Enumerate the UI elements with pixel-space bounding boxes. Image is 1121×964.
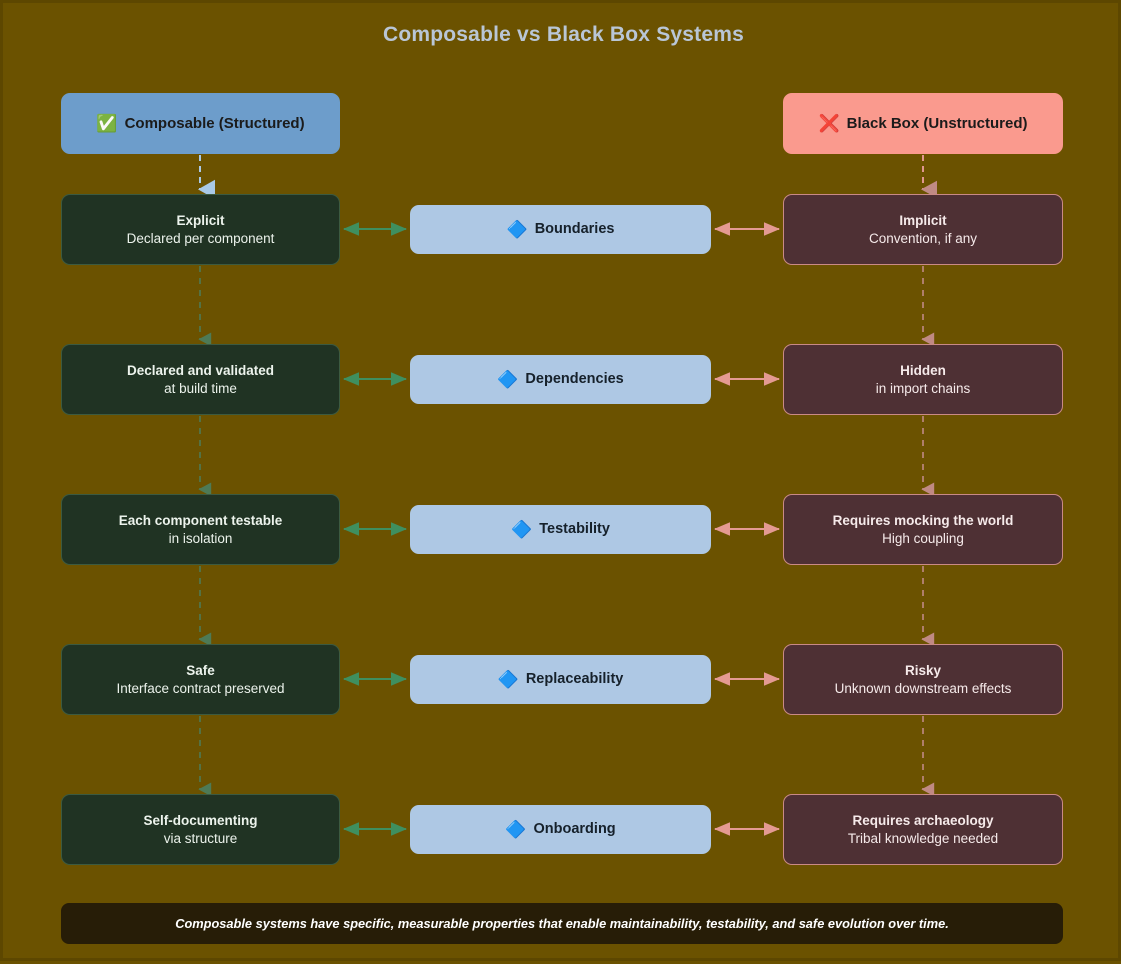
composable-node-onboarding[interactable]: Self-documenting via structure	[61, 794, 340, 865]
composable-node-boundaries[interactable]: Explicit Declared per component	[61, 194, 340, 265]
white-check-mark-icon: ✅	[96, 114, 118, 133]
dimension-node-testability[interactable]: 🔷 Testability	[410, 505, 711, 554]
node-subtitle: Convention, if any	[868, 230, 978, 246]
node-subtitle: in isolation	[168, 530, 233, 546]
summary-note: Composable systems have specific, measur…	[61, 903, 1063, 944]
node-title: Hidden	[900, 363, 946, 379]
dimension-node-dependencies[interactable]: 🔷 Dependencies	[410, 355, 711, 404]
node-subtitle: at build time	[164, 380, 237, 396]
node-title: Safe	[186, 663, 215, 679]
node-title: Declared and validated	[126, 363, 275, 379]
dimension-node-boundaries[interactable]: 🔷 Boundaries	[410, 205, 711, 254]
large-blue-diamond-icon: 🔷	[497, 669, 519, 689]
node-subtitle: Interface contract preserved	[116, 680, 285, 696]
node-subtitle: Declared per component	[126, 230, 275, 246]
node-title: Self-documenting	[143, 813, 258, 829]
composable-node-testability[interactable]: Each component testable in isolation	[61, 494, 340, 565]
composable-node-dependencies[interactable]: Declared and validated at build time	[61, 344, 340, 415]
page-title: Composable vs Black Box Systems	[382, 23, 745, 46]
header-black-box[interactable]: ❌ Black Box (Unstructured)	[783, 93, 1063, 154]
large-blue-diamond-icon: 🔷	[511, 519, 533, 539]
large-blue-diamond-icon: 🔷	[506, 219, 528, 239]
dimension-label: Replaceability	[525, 671, 624, 688]
composable-node-replaceability[interactable]: Safe Interface contract preserved	[61, 644, 340, 715]
node-title: Requires mocking the world	[832, 513, 1014, 529]
dimension-node-replaceability[interactable]: 🔷 Replaceability	[410, 655, 711, 704]
blackbox-node-onboarding[interactable]: Requires archaeology Tribal knowledge ne…	[783, 794, 1063, 865]
header-black-box-label: Black Box (Unstructured)	[846, 114, 1028, 132]
node-title: Implicit	[899, 213, 947, 229]
dimension-label: Testability	[539, 521, 610, 538]
cross-mark-icon: ❌	[818, 114, 840, 133]
dimension-label: Dependencies	[525, 371, 624, 388]
blackbox-node-boundaries[interactable]: Implicit Convention, if any	[783, 194, 1063, 265]
blackbox-node-replaceability[interactable]: Risky Unknown downstream effects	[783, 644, 1063, 715]
node-title: Risky	[904, 663, 942, 679]
header-composable[interactable]: ✅ Composable (Structured)	[61, 93, 340, 154]
dimension-label: Boundaries	[534, 221, 615, 238]
header-composable-label: Composable (Structured)	[124, 114, 305, 132]
node-subtitle: Tribal knowledge needed	[847, 830, 999, 846]
node-title: Requires archaeology	[852, 813, 994, 829]
blackbox-node-dependencies[interactable]: Hidden in import chains	[783, 344, 1063, 415]
node-title: Explicit	[176, 213, 225, 229]
node-title: Each component testable	[118, 513, 283, 529]
node-subtitle: Unknown downstream effects	[834, 680, 1012, 696]
node-subtitle: High coupling	[882, 530, 964, 546]
blackbox-node-testability[interactable]: Requires mocking the world High coupling	[783, 494, 1063, 565]
large-blue-diamond-icon: 🔷	[505, 819, 527, 839]
node-subtitle: via structure	[163, 830, 238, 846]
dimension-label: Onboarding	[533, 821, 616, 838]
large-blue-diamond-icon: 🔷	[497, 369, 519, 389]
node-subtitle: in import chains	[875, 380, 971, 396]
dimension-node-onboarding[interactable]: 🔷 Onboarding	[410, 805, 711, 854]
